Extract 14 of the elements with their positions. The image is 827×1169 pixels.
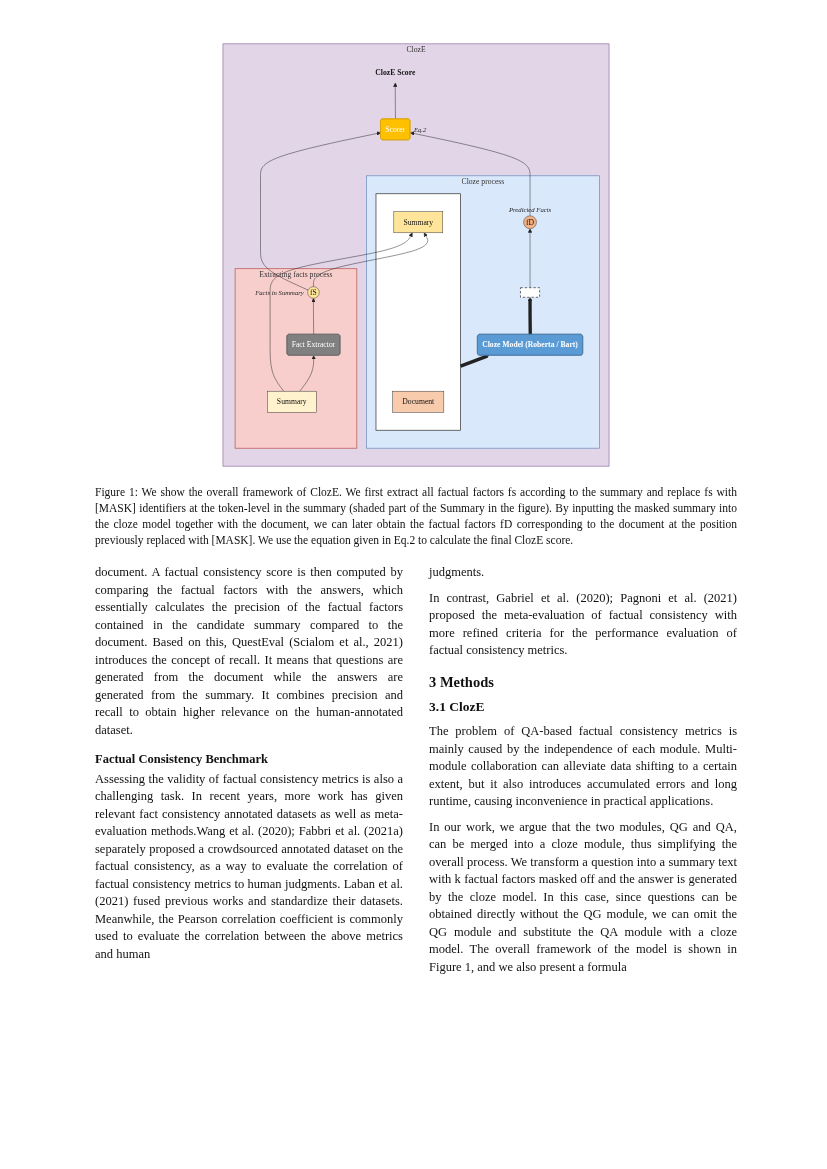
- body-paragraph: The problem of QA-based factual consistency metrics is mainly caused by the independence of each module. Multi-module collaboration can alleviate data shifting to a certain extent, but it also introduces accumulated errors and long runtime, causing inconvenience in practical applications.: [429, 723, 737, 811]
- body-paragraph: Assessing the validity of factual consistency metrics is also a challenging task. In recent years, more work has given relevant fact consistency annotated datasets as well as meta-evaluation methods.Wang et al. (2020); Fabbri et al. (2021a) separately proposed a crowdsourced annotated dataset on the factual consistency, as a way to evaluate the correlation of factual consistency metrics to human judgments. Laban et al. (2021) fused previous works and standardize their datasets. Meanwhile, the Pearson correlation coefficient is commonly used to evaluate the correlation between the above metrics and human: [95, 770, 403, 963]
- body-paragraph: judgments.: [429, 564, 486, 582]
- body-paragraph: document. A factual consistency score is then computed by comparing the factual factors with the answers, which essentially calculates the precision of the factual factors contained in the candidate summary compared to the document. Based on this, QuestEval (Scialom et al., 2021) introduces the concept of recall. It means that questions are generated from the document while the answers are generated from the summary. It combines precision and recall to obtain higher relevance on the human-annotated dataset.: [95, 564, 403, 739]
- paragraph-heading: Factual Consistency Benchmark: [95, 751, 269, 769]
- arrow: [460, 354, 490, 368]
- body-paragraph: In contrast, Gabriel et al. (2020); Pagnoni et al. (2021) proposed the meta-evaluation of factual consistency with more refined criteria for the performance evaluation of factual consistency metrics.: [429, 589, 737, 660]
- body-paragraph: In our work, we argue that the two modules, QG and QA, can be merged into a cloze module, thus simplifying the overall process. We transform a question into a summary text with k factual factors masked off and the answer is generated by the cloze model. In this case, since questions can be obtained directly without the QG module, we can omit the QG module and substitute the QA module with a cloze model. The overall framework of the model is shown in Figure 1, and we also present a formula: [429, 818, 737, 976]
- section-heading: 3 Methods: [429, 672, 495, 692]
- node-box: [520, 287, 540, 298]
- cluster: [375, 193, 461, 431]
- arrow: [527, 297, 533, 335]
- figure-caption: Figure 1: We show the overall framework of ClozE. We first extract all factual factors fs according to the summary and replace fs with [MASK] identifiers at the token-level in the summary (shaded part of the Summary in the figure). By inputting the masked summary into the cloze model together with the document, we can later obtain the factual factors fD corresponding to the document at the position previously replaced with [MASK]. We use the equation given in Eq.2 to calculate the final ClozE score.: [95, 485, 737, 549]
- subsection-heading: 3.1 ClozE: [429, 698, 486, 717]
